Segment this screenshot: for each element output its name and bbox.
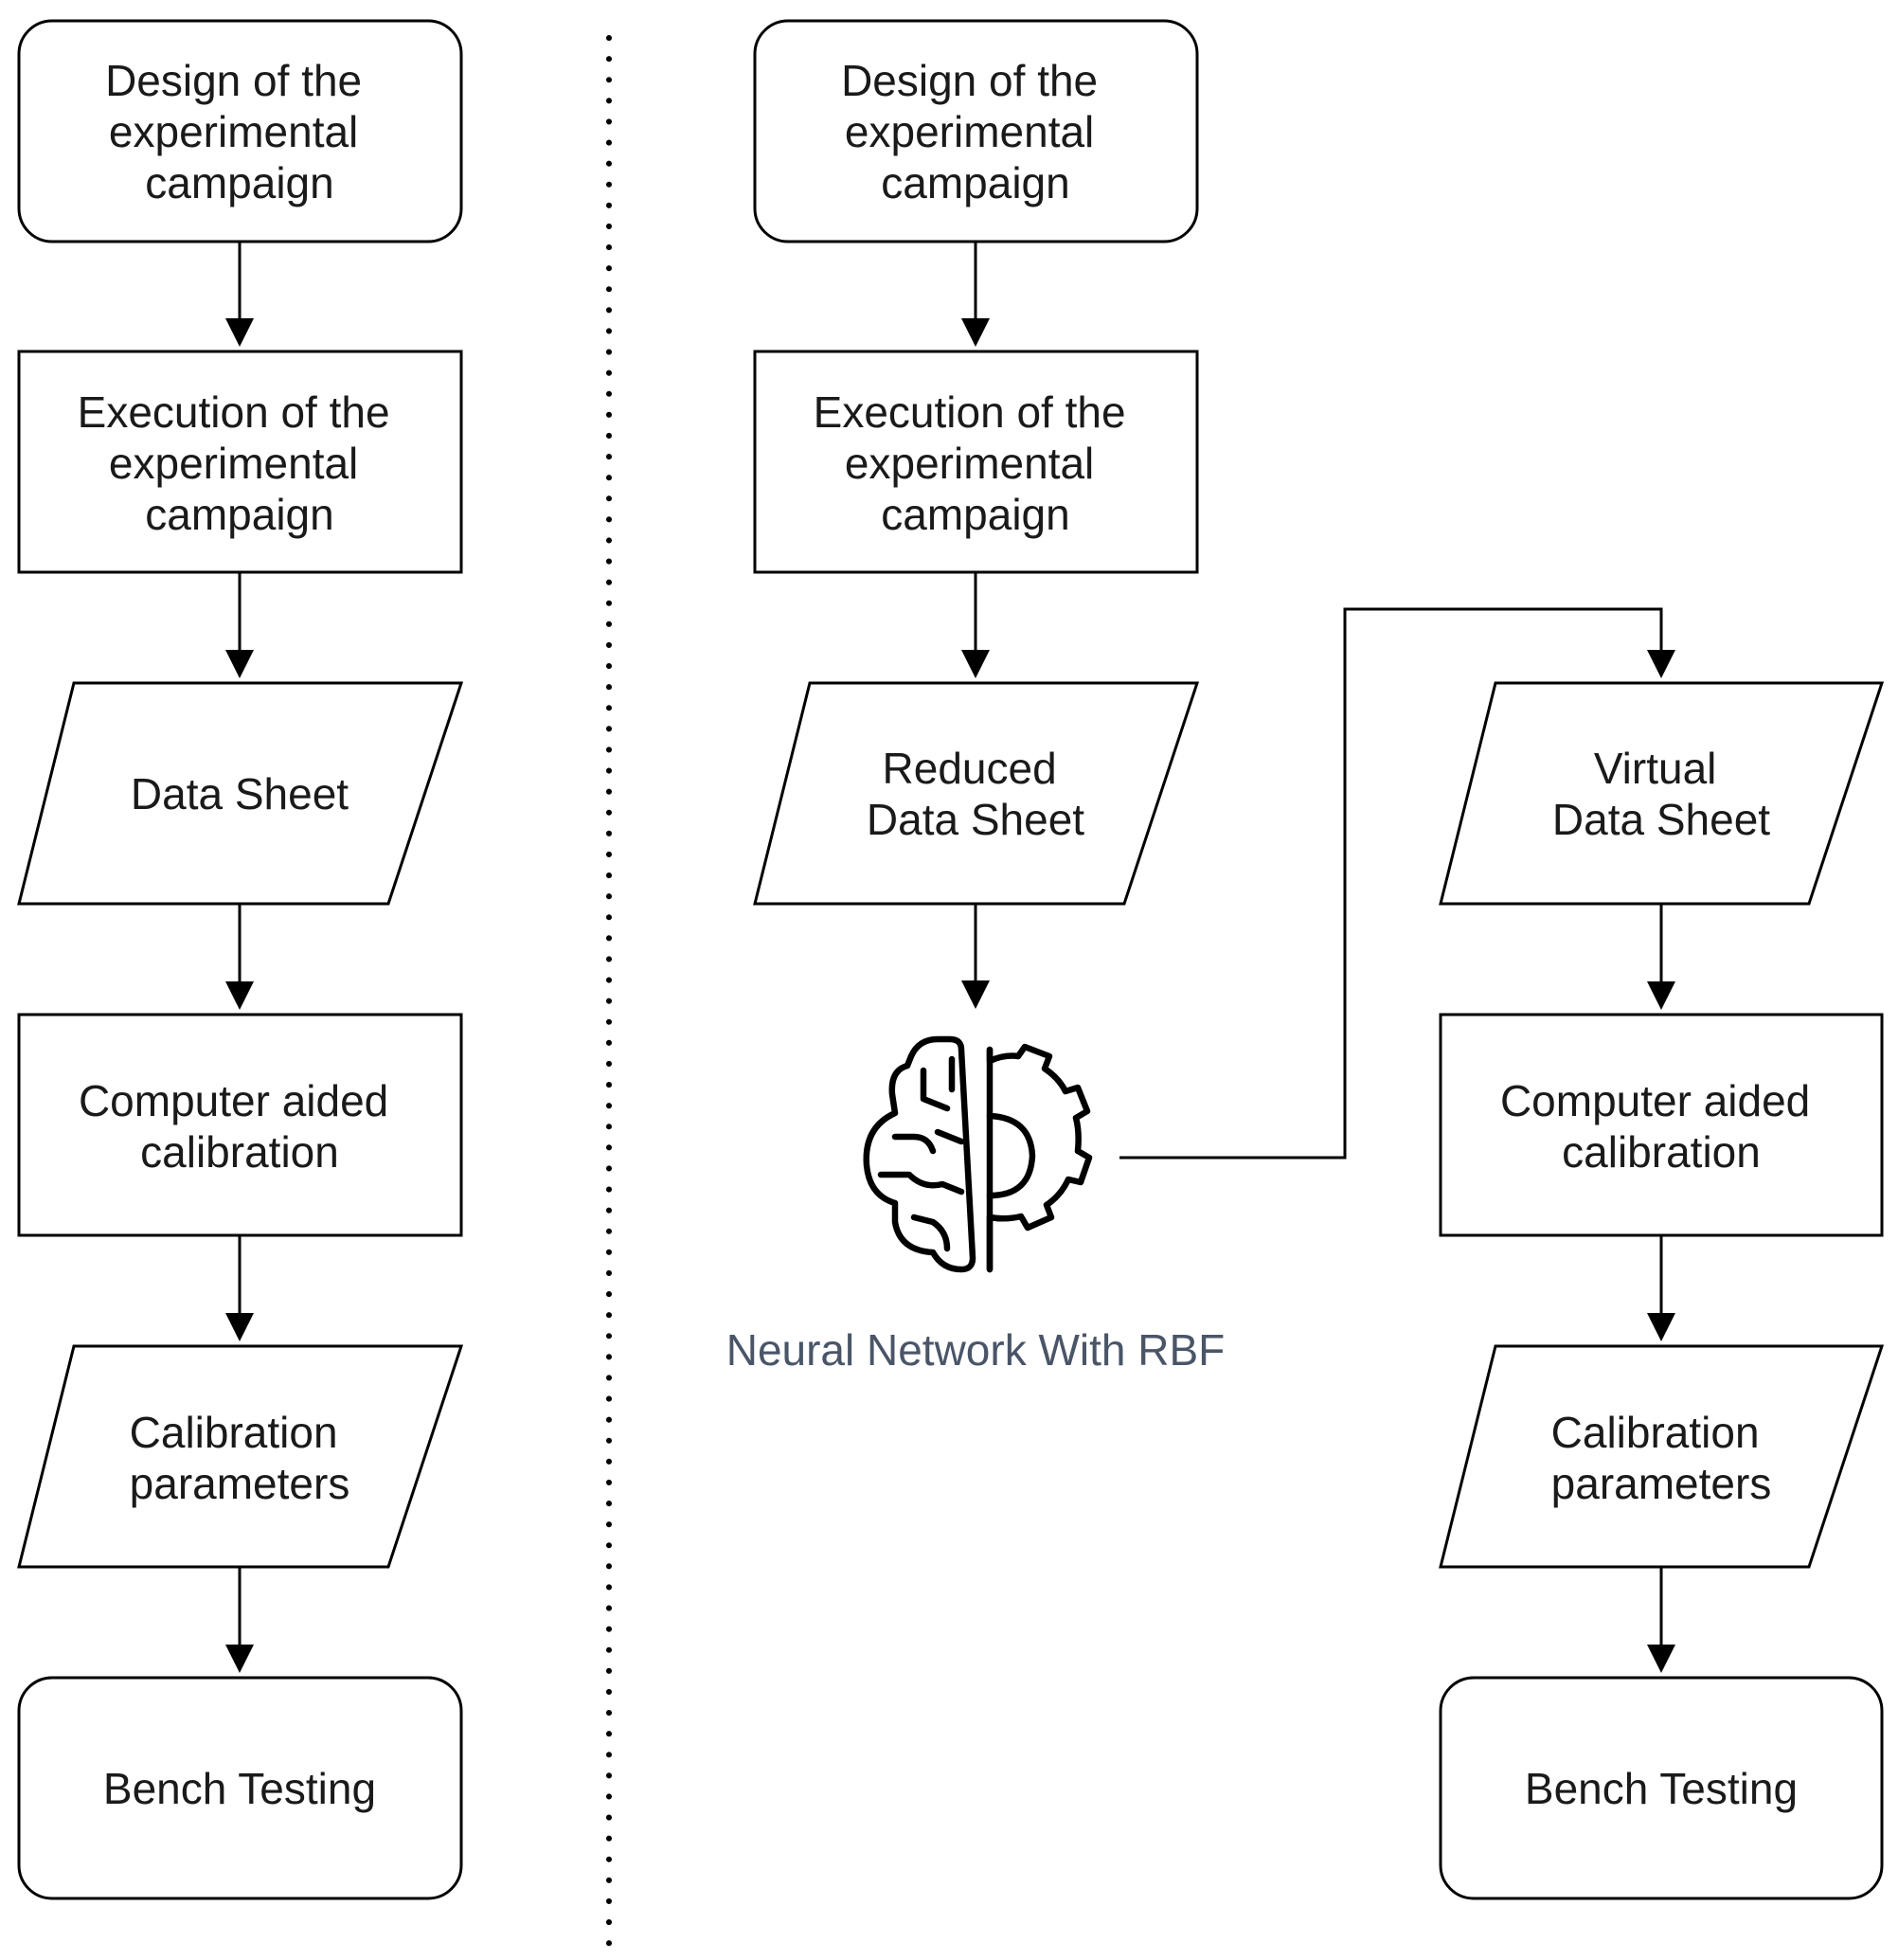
- right-node-virtual-data-sheet: Virtual Data Sheet: [1439, 681, 1885, 906]
- right-node-parameters: Calibration parameters: [1439, 1344, 1885, 1569]
- left-bench-line-1: Bench Testing: [103, 1764, 376, 1813]
- right-arrow-network-to-virtual: [1119, 607, 1675, 1160]
- right-design-line-3: campaign: [881, 158, 1069, 207]
- left-parameters-line-2: parameters: [130, 1459, 350, 1508]
- right-node-design: Design of the experimental campaign: [753, 19, 1199, 243]
- gear-half: [986, 1043, 1093, 1273]
- right-execution-line-2: experimental: [845, 439, 1094, 488]
- svg-text:Execution of the experim: Execution of the experimental campaign: [814, 387, 1138, 539]
- right-execution-line-1: Execution of the: [814, 387, 1126, 437]
- right-reduced-line-1: Reduced: [883, 744, 1057, 793]
- left-design-line-2: experimental: [109, 107, 358, 156]
- right-bench-line-1: Bench Testing: [1525, 1764, 1798, 1813]
- right-virtual-line-2: Data Sheet: [1552, 795, 1770, 844]
- left-design-line-3: campaign: [145, 158, 333, 207]
- right-node-reduced-data-sheet: Reduced Data Sheet: [753, 681, 1200, 906]
- right-execution-line-3: campaign: [881, 490, 1069, 539]
- right-calibration-line-2: calibration: [1562, 1127, 1761, 1177]
- left-node-data-sheet: Data Sheet: [17, 681, 464, 906]
- left-node-design: Design of the experimental campaign: [17, 19, 463, 243]
- right-design-line-1: Design of the: [841, 56, 1098, 105]
- svg-text:Calibration parameters: Calibration parameters: [130, 1408, 350, 1508]
- left-node-parameters: Calibration parameters: [17, 1344, 464, 1569]
- svg-text:Bench Testing: Bench Testing: [103, 1764, 376, 1813]
- left-parameters-line-1: Calibration: [130, 1408, 338, 1457]
- left-node-bench: Bench Testing: [17, 1676, 463, 1900]
- right-node-calibration: Computer aided calibration: [1439, 1013, 1884, 1237]
- right-node-execution: Execution of the experimental campaign: [753, 350, 1199, 574]
- right-node-bench: Bench Testing: [1439, 1676, 1884, 1900]
- svg-text:Data Sheet: Data Sheet: [131, 769, 349, 818]
- left-node-execution: Execution of the experimental campaign: [17, 350, 463, 574]
- left-execution-line-1: Execution of the: [78, 387, 390, 437]
- svg-text:Virtual Data Sheet: Virtual Data Sheet: [1552, 744, 1770, 844]
- right-calibration-line-1: Computer aided: [1500, 1076, 1810, 1125]
- right-design-line-2: experimental: [845, 107, 1094, 156]
- svg-text:Computer aided calibrati: Computer aided calibration: [79, 1076, 401, 1177]
- left-execution-line-3: campaign: [145, 490, 333, 539]
- brain-gear-icon: [863, 1035, 1093, 1273]
- left-execution-line-2: experimental: [109, 439, 358, 488]
- right-parameters-line-1: Calibration: [1551, 1408, 1760, 1457]
- svg-text:Execution of the experim: Execution of the experimental campaign: [78, 387, 403, 539]
- left-datasheet-line-1: Data Sheet: [131, 769, 349, 818]
- svg-text:Design of the experiment: Design of the experimental campaign: [841, 56, 1110, 207]
- neural-network-label: Neural Network With RBF: [726, 1325, 1226, 1375]
- svg-text:Design of the experiment: Design of the experimental campaign: [105, 56, 374, 207]
- left-calibration-line-1: Computer aided: [79, 1076, 388, 1125]
- right-reduced-line-2: Data Sheet: [867, 795, 1084, 844]
- right-virtual-line-1: Virtual: [1594, 744, 1717, 793]
- svg-text:Calibration parameters: Calibration parameters: [1551, 1408, 1772, 1508]
- left-design-line-1: Design of the: [105, 56, 362, 105]
- brain-half: [863, 1035, 976, 1273]
- svg-text:Reduced Data Sheet: Reduced Data Sheet: [867, 744, 1084, 844]
- svg-text:Bench Testing: Bench Testing: [1525, 1764, 1798, 1813]
- left-calibration-line-2: calibration: [140, 1127, 339, 1177]
- right-parameters-line-2: parameters: [1551, 1459, 1772, 1508]
- svg-text:Computer aided calibrati: Computer aided calibration: [1500, 1076, 1822, 1177]
- left-node-calibration: Computer aided calibration: [17, 1013, 463, 1237]
